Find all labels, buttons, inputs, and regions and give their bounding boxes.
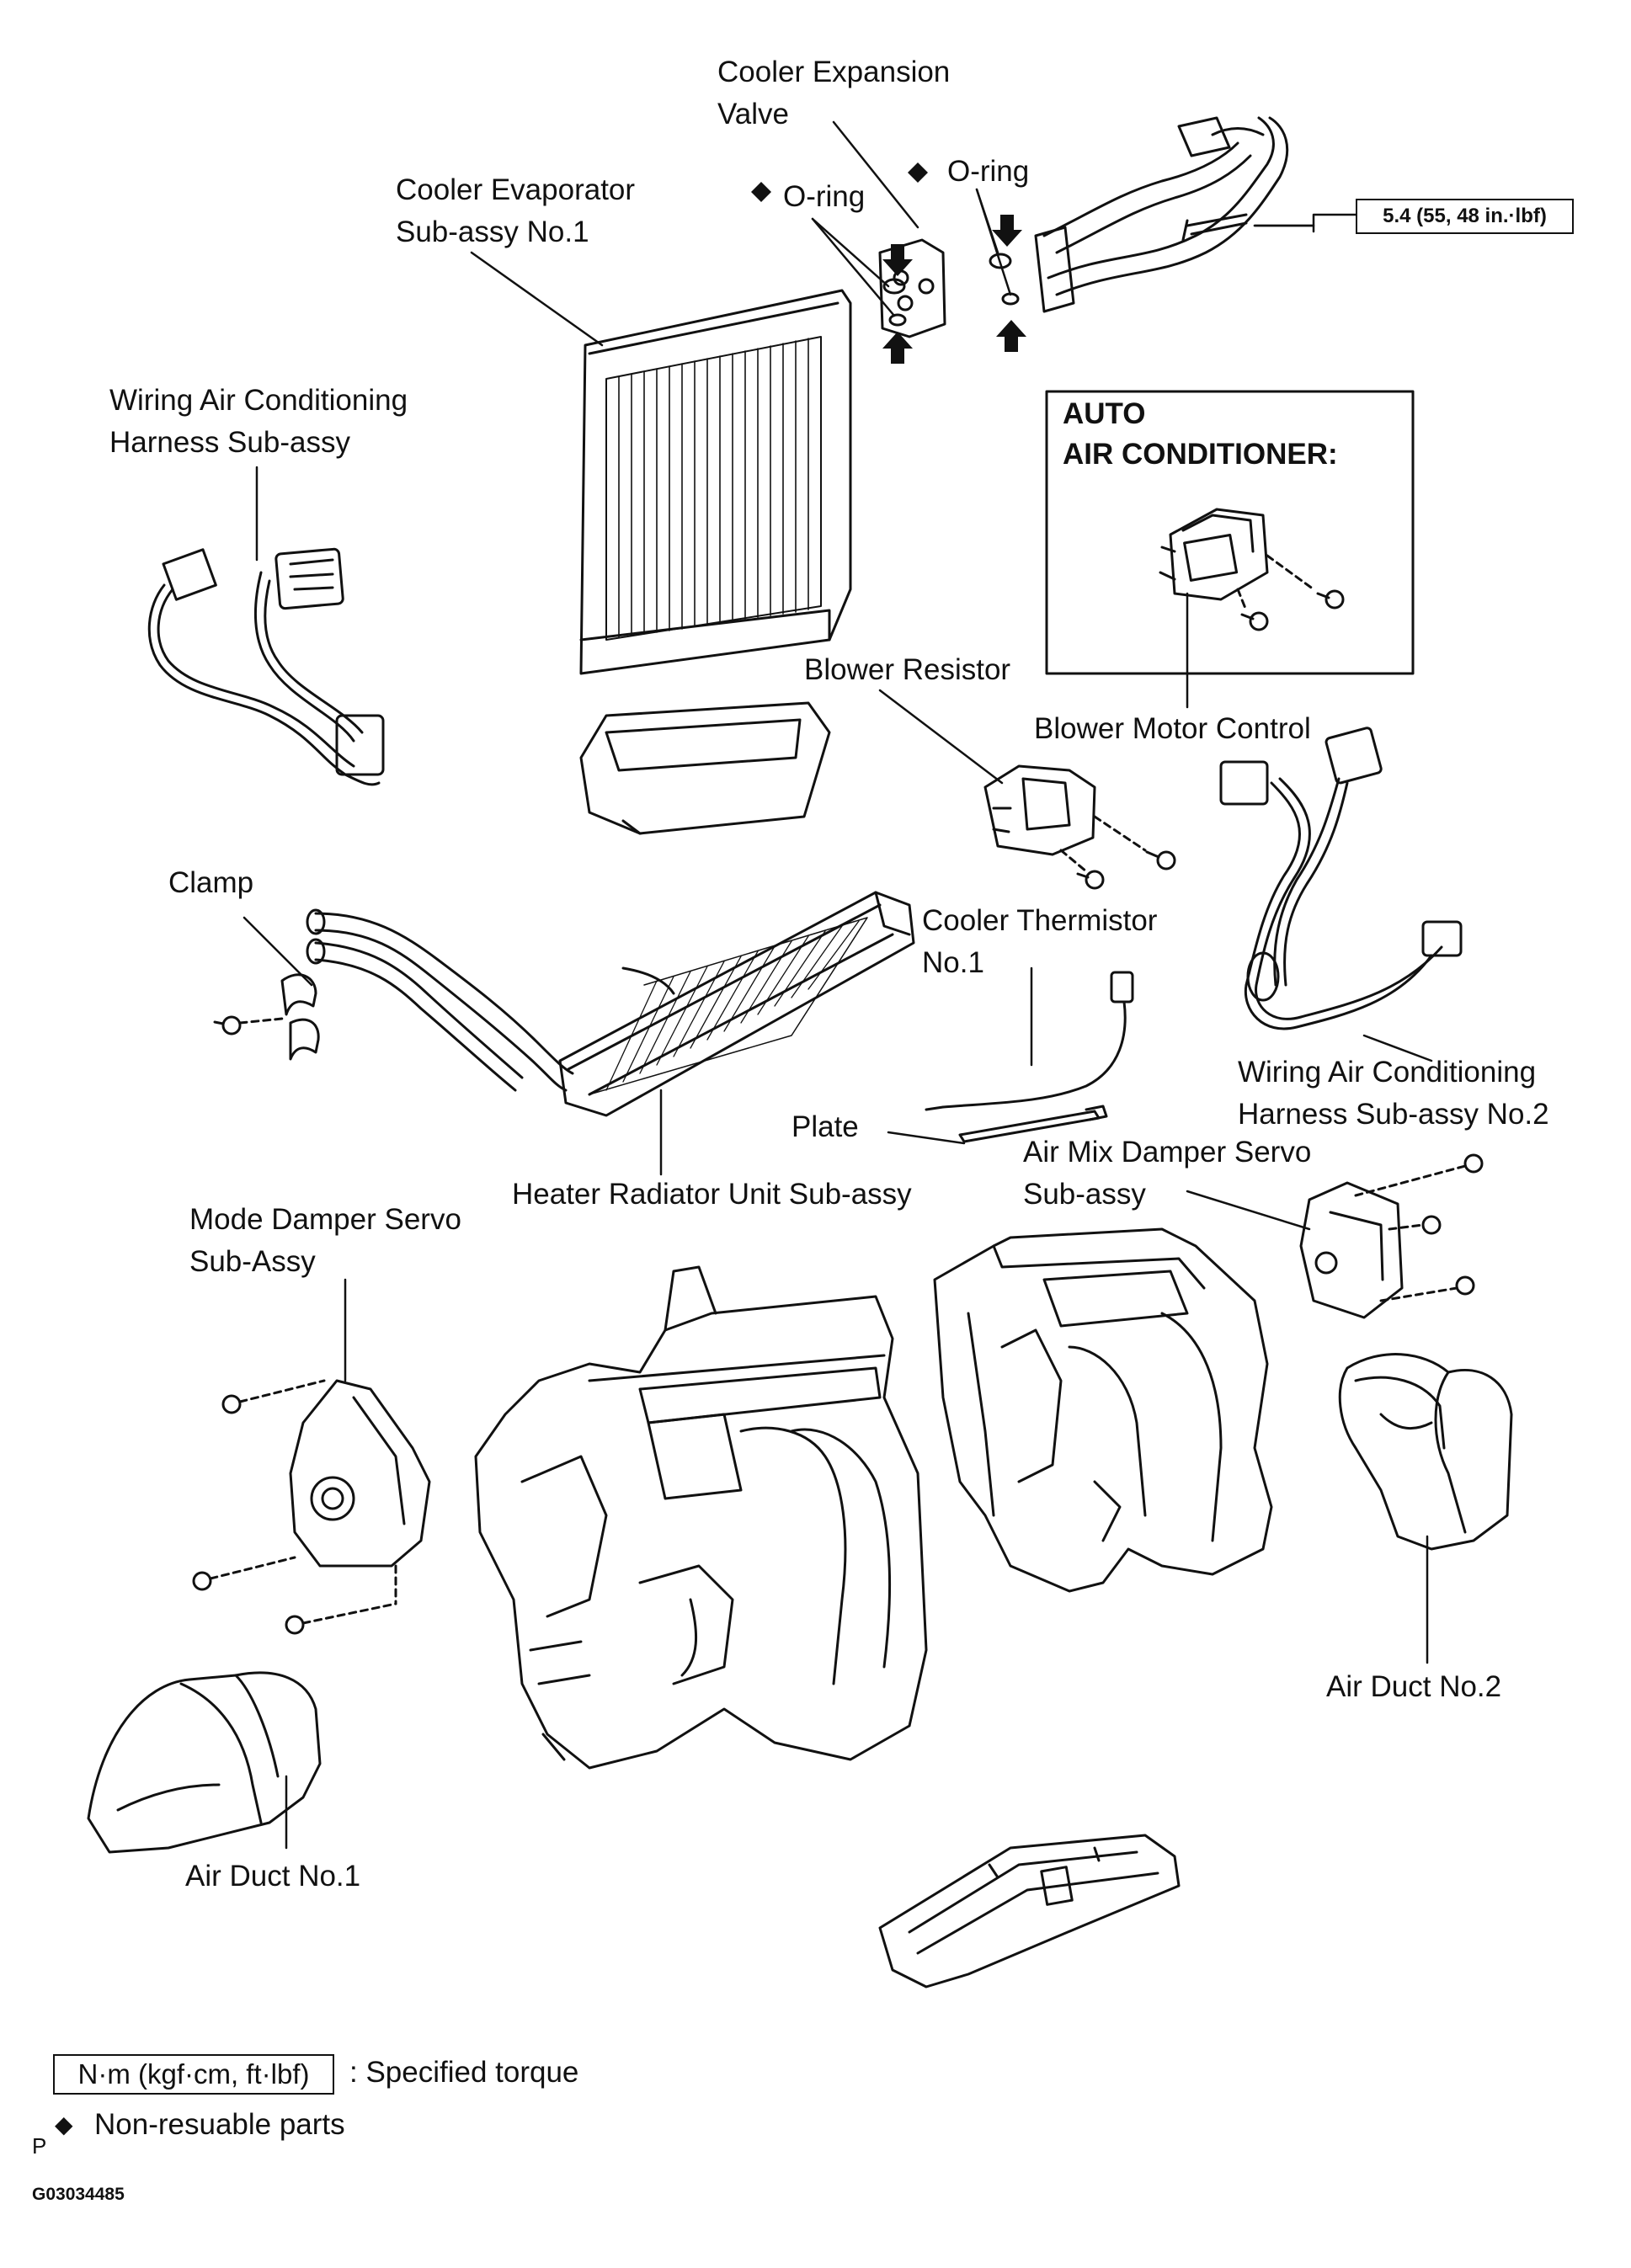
blower-motor-control-part bbox=[1159, 508, 1345, 631]
cooler-thermistor-part bbox=[925, 971, 1134, 1111]
clamp-part bbox=[213, 973, 320, 1061]
legend-torque-description: : Specified torque bbox=[349, 2056, 579, 2089]
o-ring-lower-right bbox=[1001, 292, 1020, 306]
air-duct-1-part bbox=[87, 1671, 322, 1854]
label-wiring-harness-2-line1: Wiring Air Conditioning bbox=[1238, 1056, 1537, 1089]
label-plate: Plate bbox=[792, 1110, 859, 1143]
wiring-harness-2-part bbox=[1219, 727, 1463, 1030]
label-mode-damper-line1: Mode Damper Servo bbox=[189, 1203, 461, 1236]
label-wiring-harness-2-line2: Harness Sub-assy No.2 bbox=[1238, 1098, 1549, 1131]
label-cooler-thermistor-line1: Cooler Thermistor bbox=[922, 904, 1158, 937]
label-air-mix-damper-line1: Air Mix Damper Servo bbox=[1023, 1136, 1312, 1169]
label-air-mix-damper-line2: Sub-assy bbox=[1023, 1178, 1146, 1211]
legend-torque-unit-box: N·m (kgf·cm, ft·lbf) bbox=[53, 2054, 334, 2095]
page-mark: P bbox=[32, 2133, 47, 2159]
label-cooler-evaporator-line2: Sub-assy No.1 bbox=[396, 216, 589, 248]
auto-ac-title-line2: AIR CONDITIONER: bbox=[1063, 438, 1338, 471]
heater-case-left-part bbox=[474, 1265, 928, 1770]
legend-non-reusable-symbol: ◆ bbox=[55, 2111, 73, 2138]
auto-ac-inset-frame bbox=[1045, 390, 1415, 675]
o-ring-lower-left bbox=[888, 313, 907, 327]
drain-pan-part bbox=[579, 701, 831, 835]
label-air-duct-2: Air Duct No.2 bbox=[1326, 1670, 1502, 1703]
plate-part bbox=[958, 1105, 1108, 1143]
label-mode-damper-line2: Sub-Assy bbox=[189, 1245, 316, 1278]
label-wiring-harness-1-line1: Wiring Air Conditioning bbox=[109, 384, 408, 417]
label-cooler-expansion-valve-line2: Valve bbox=[717, 98, 789, 130]
heater-radiator-part bbox=[306, 891, 915, 1117]
auto-ac-title-line1: AUTO bbox=[1063, 397, 1146, 430]
blower-resistor-part bbox=[983, 764, 1176, 890]
air-duct-2-part bbox=[1338, 1353, 1513, 1551]
label-o-ring-right: O-ring bbox=[947, 155, 1030, 188]
label-wiring-harness-1-line2: Harness Sub-assy bbox=[109, 426, 350, 459]
label-cooler-thermistor-line2: No.1 bbox=[922, 946, 984, 979]
figure-code: G03034485 bbox=[32, 2185, 125, 2204]
o-ring-upper-right bbox=[989, 253, 1012, 269]
label-clamp: Clamp bbox=[168, 866, 254, 899]
label-air-duct-1: Air Duct No.1 bbox=[185, 1860, 361, 1893]
heater-case-right-part bbox=[933, 1227, 1273, 1593]
expansion-valve-part bbox=[878, 238, 1020, 338]
label-cooler-evaporator-line1: Cooler Evaporator bbox=[396, 173, 636, 206]
lower-cover-part bbox=[878, 1834, 1181, 1988]
mode-damper-servo-part bbox=[192, 1379, 431, 1635]
label-blower-resistor: Blower Resistor bbox=[804, 653, 1011, 686]
label-o-ring-left: O-ring bbox=[783, 180, 866, 213]
diamond-legend-marks bbox=[751, 162, 928, 202]
o-ring-upper-left bbox=[882, 278, 906, 295]
cooler-evaporator-part bbox=[579, 289, 852, 675]
wiring-harness-1-part bbox=[147, 547, 385, 786]
label-blower-motor-control: Blower Motor Control bbox=[1034, 712, 1311, 745]
torque-spec-box: 5.4 (55, 48 in.·lbf) bbox=[1356, 199, 1574, 234]
label-cooler-expansion-valve-line1: Cooler Expansion bbox=[717, 56, 951, 88]
label-heater-radiator: Heater Radiator Unit Sub-assy bbox=[512, 1178, 912, 1211]
direction-arrows bbox=[882, 215, 1026, 364]
leader-lines bbox=[243, 120, 1433, 1850]
air-mix-damper-servo-part bbox=[1299, 1153, 1484, 1319]
legend-non-reusable-description: Non-resuable parts bbox=[94, 2108, 345, 2141]
refrigerant-pipes-part bbox=[1034, 116, 1289, 313]
